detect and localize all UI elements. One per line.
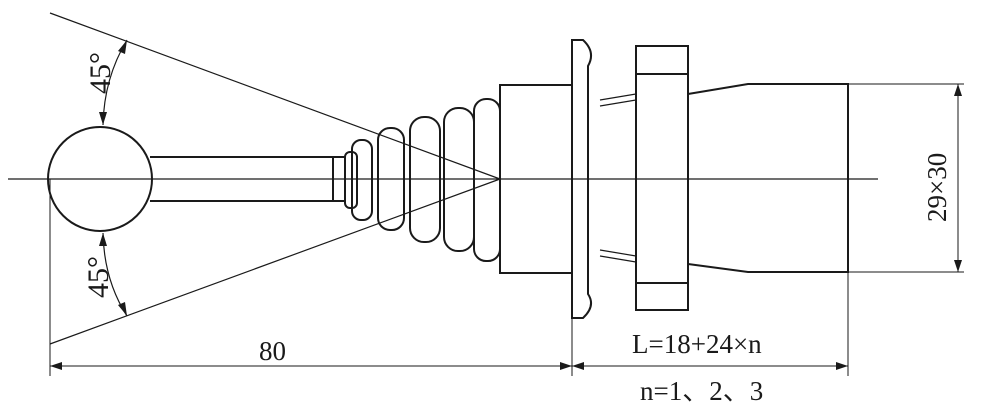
angle-label-bottom: 45° bbox=[82, 256, 115, 298]
cone-upper-line bbox=[49, 12, 501, 180]
spring-clips bbox=[599, 93, 637, 263]
angle-label-top: 45° bbox=[84, 52, 117, 94]
dimension-label-length: L=18+24×n bbox=[632, 329, 762, 359]
dim-arrow bbox=[954, 84, 962, 96]
contact-block bbox=[635, 45, 689, 311]
cone-lower-line bbox=[49, 178, 501, 345]
angle-arrow bbox=[118, 40, 127, 54]
dimension-label-n: n=1、2、3 bbox=[640, 376, 763, 406]
angle-arrow bbox=[99, 112, 107, 125]
dimension-label-section: 29×30 bbox=[922, 153, 952, 222]
dim-arrow bbox=[954, 260, 962, 272]
angle-arrow bbox=[99, 233, 107, 246]
rear-body bbox=[687, 83, 849, 273]
ball-knob bbox=[47, 126, 153, 232]
angle-arrow bbox=[118, 302, 127, 316]
panel-flange bbox=[571, 39, 593, 319]
dim-arrow bbox=[572, 362, 584, 370]
dim-arrow bbox=[560, 362, 572, 370]
dim-arrow bbox=[50, 362, 62, 370]
dim-arrow bbox=[836, 362, 848, 370]
rubber-bellows bbox=[344, 98, 501, 262]
dimension-label-80: 80 bbox=[259, 336, 286, 366]
